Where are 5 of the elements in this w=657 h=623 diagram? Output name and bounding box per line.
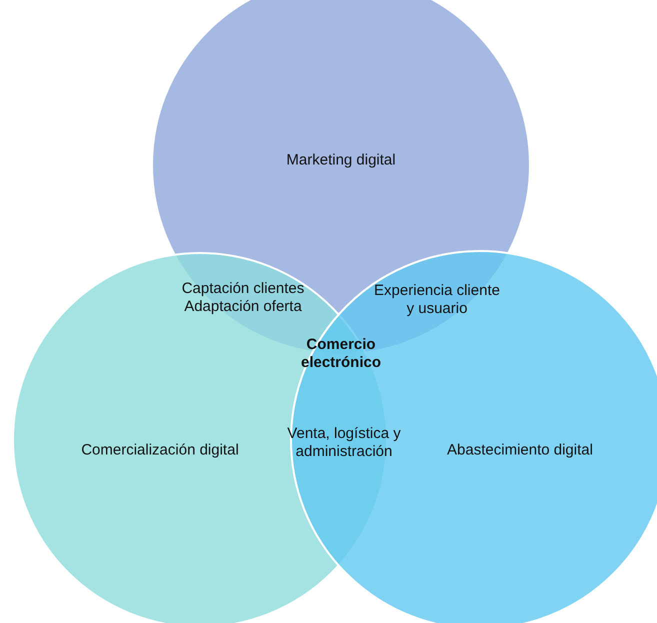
circle-label: Marketing digital [286,152,396,168]
circle-label: Comercialización digital [81,442,239,458]
overlap-label: Captación clientes Adaptación oferta [180,280,306,316]
circle-label: Abastecimiento digital [447,442,593,458]
overlap-label: Experiencia cliente y usuario [373,282,501,318]
